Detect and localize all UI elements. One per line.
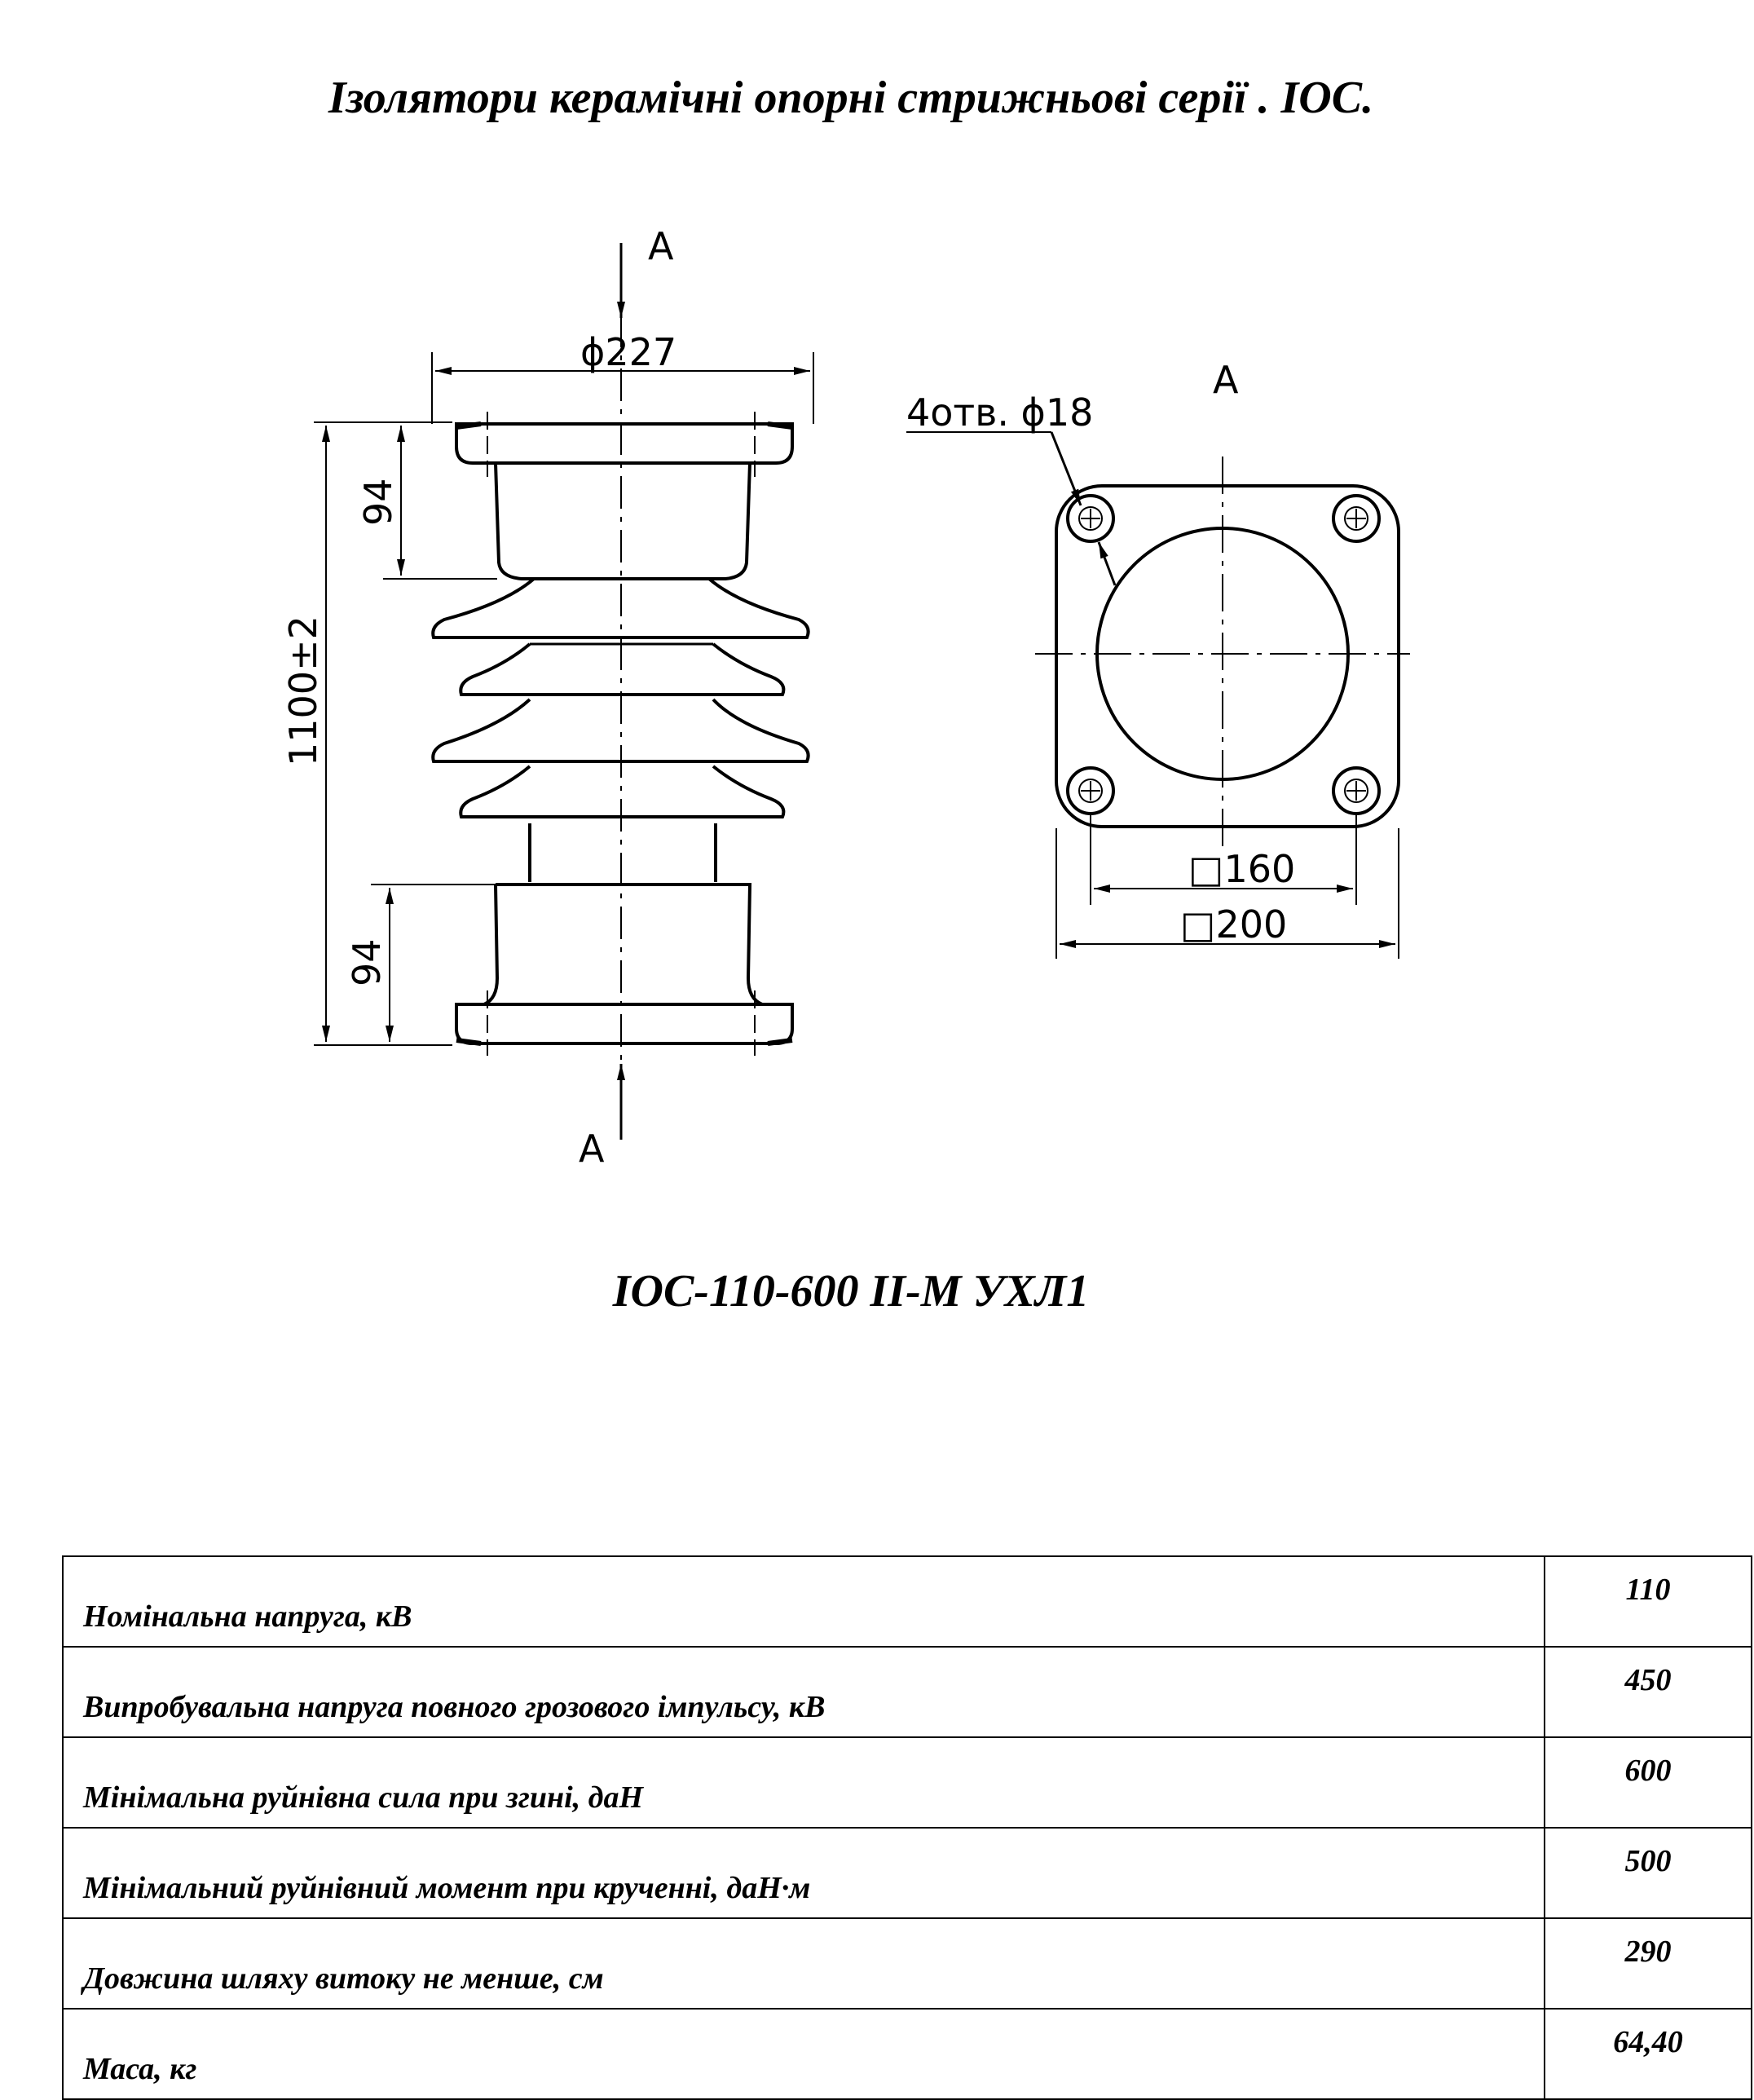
table-row: Мінімальна руйнівна сила при згині, даН …: [62, 1736, 1752, 1829]
spec-label: Довжина шляху витоку не менше, см: [62, 1917, 1545, 2010]
top-flange-dimension: 94: [356, 478, 400, 526]
page-title: Ізолятори керамічні опорні стрижньові се…: [328, 73, 1374, 123]
outer-square-dimension: □200: [1180, 902, 1287, 946]
spec-value: 110: [1544, 1555, 1752, 1648]
section-mark-bottom: А: [579, 1127, 605, 1171]
height-dimension: 1100±2: [281, 615, 325, 766]
table-row: Номінальна напруга, кВ 110: [62, 1555, 1752, 1648]
insulator-side-view: [431, 261, 810, 1060]
spec-label: Мінімальна руйнівна сила при згині, даН: [62, 1736, 1545, 1829]
spec-label: Номінальна напруга, кВ: [62, 1555, 1545, 1648]
model-designation: ІОС-110-600 ІІ-М УХЛ1: [612, 1266, 1090, 1317]
technical-drawing: А А ϕ227 1100±2 94 94 А 4отв. ϕ18 □160 □…: [281, 224, 1410, 1171]
table-row: Маса, кг 64,40: [62, 2008, 1752, 2100]
diameter-dimension: ϕ227: [580, 330, 676, 374]
spec-label: Випробувальна напруга повного грозового …: [62, 1646, 1545, 1738]
spec-value: 290: [1544, 1917, 1752, 2010]
flange-plan-view: [1055, 484, 1400, 828]
table-row: Випробувальна напруга повного грозового …: [62, 1646, 1752, 1738]
table-row: Мінімальний руйнівний момент при крученн…: [62, 1827, 1752, 1919]
section-mark-top: А: [648, 224, 674, 268]
spec-label: Маса, кг: [62, 2008, 1545, 2100]
spec-value: 450: [1544, 1646, 1752, 1738]
bottom-flange-dimension: 94: [345, 938, 389, 986]
side-view-dimensions: [314, 243, 814, 1140]
specifications-table: Номінальна напруга, кВ 110 Випробувальна…: [62, 1555, 1752, 2100]
inner-square-dimension: □160: [1188, 847, 1295, 891]
spec-value: 600: [1544, 1736, 1752, 1829]
spec-label: Мінімальний руйнівний момент при крученн…: [62, 1827, 1545, 1919]
flange-plan-centerlines: [906, 431, 1410, 959]
holes-callout: 4отв. ϕ18: [906, 390, 1093, 435]
spec-value: 500: [1544, 1827, 1752, 1919]
spec-value: 64,40: [1544, 2008, 1752, 2100]
table-row: Довжина шляху витоку не менше, см 290: [62, 1917, 1752, 2010]
view-a-label: А: [1213, 358, 1239, 402]
